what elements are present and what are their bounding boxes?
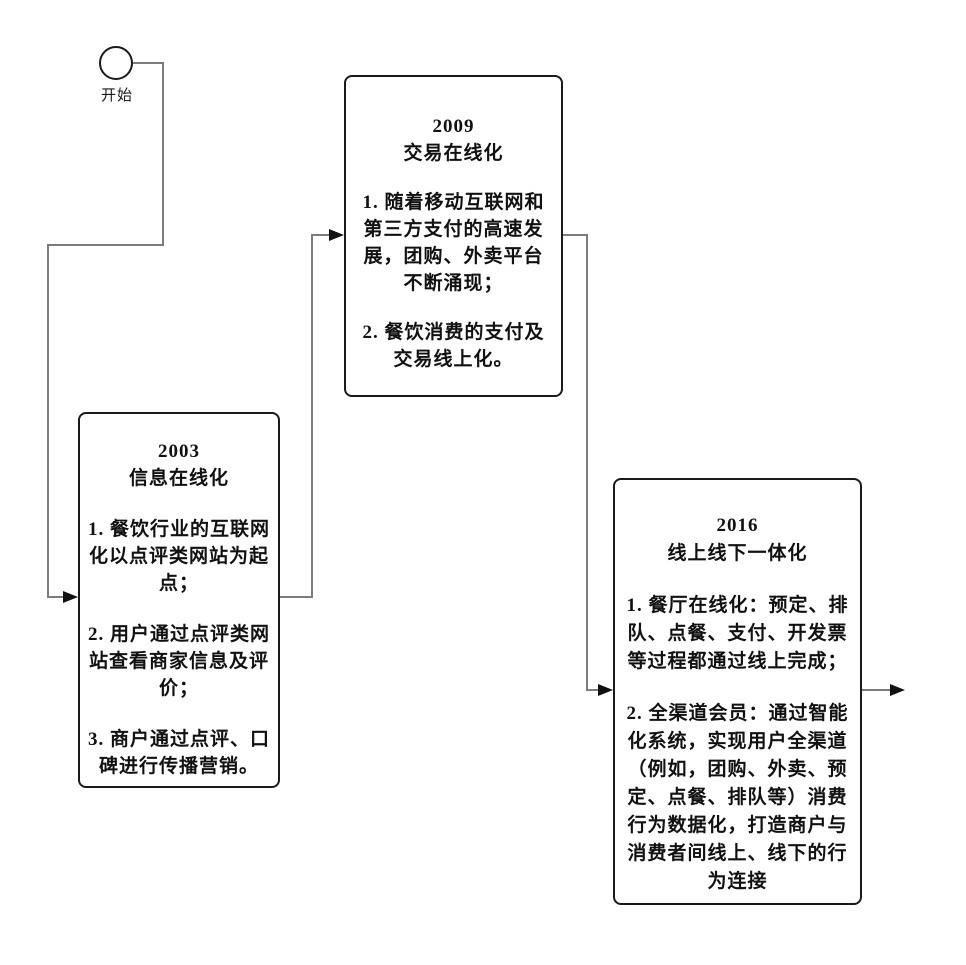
node-header: 2003 信息在线化 bbox=[86, 438, 272, 492]
node-item: 3. 商户通过点评、口碑进行传播营销。 bbox=[87, 729, 270, 777]
node-year: 2016 bbox=[716, 515, 759, 536]
connector-2009-to-2016 bbox=[562, 234, 599, 691]
node-item: 2. 用户通过点评类网站查看商家信息及评价； bbox=[87, 624, 270, 699]
node-2009-transaction-online: 2009 交易在线化 1. 随着移动互联网和第三方支付的高速发展，团购、外卖平台… bbox=[344, 75, 563, 397]
node-item: 1. 餐饮行业的互联网化以点评类网站为起点； bbox=[87, 519, 270, 594]
node-item: 1. 随着移动互联网和第三方支付的高速发展，团购、外卖平台不断涌现； bbox=[362, 192, 545, 294]
node-item: 1. 餐厅在线化：预定、排队、点餐、支付、开发票等过程都通过线上完成； bbox=[626, 595, 849, 672]
node-subtitle: 信息在线化 bbox=[128, 468, 229, 489]
node-item: 2. 全渠道会员：通过智能化系统，实现用户全渠道（例如，团购、外卖、预定、点餐、… bbox=[626, 703, 849, 892]
node-2003-info-online: 2003 信息在线化 1. 餐饮行业的互联网化以点评类网站为起点； 2. 用户通… bbox=[78, 412, 280, 788]
connector-2003-to-2009 bbox=[280, 234, 330, 598]
arrowhead-icon bbox=[63, 591, 78, 603]
node-header: 2016 线上线下一体化 bbox=[623, 512, 852, 568]
arrowhead-icon bbox=[329, 229, 344, 241]
node-header: 2009 交易在线化 bbox=[356, 113, 551, 167]
node-year: 2009 bbox=[432, 116, 475, 137]
node-subtitle: 交易在线化 bbox=[403, 143, 504, 164]
node-subtitle: 线上线下一体化 bbox=[667, 543, 808, 564]
node-2016-online-offline-integration: 2016 线上线下一体化 1. 餐厅在线化：预定、排队、点餐、支付、开发票等过程… bbox=[613, 478, 862, 905]
node-year: 2003 bbox=[158, 441, 200, 462]
node-item: 2. 餐饮消费的支付及交易线上化。 bbox=[362, 322, 545, 370]
start-node-label: 开始 bbox=[100, 88, 133, 104]
start-node-circle bbox=[99, 46, 133, 80]
arrowhead-icon bbox=[598, 684, 613, 696]
arrowhead-icon bbox=[890, 684, 905, 696]
